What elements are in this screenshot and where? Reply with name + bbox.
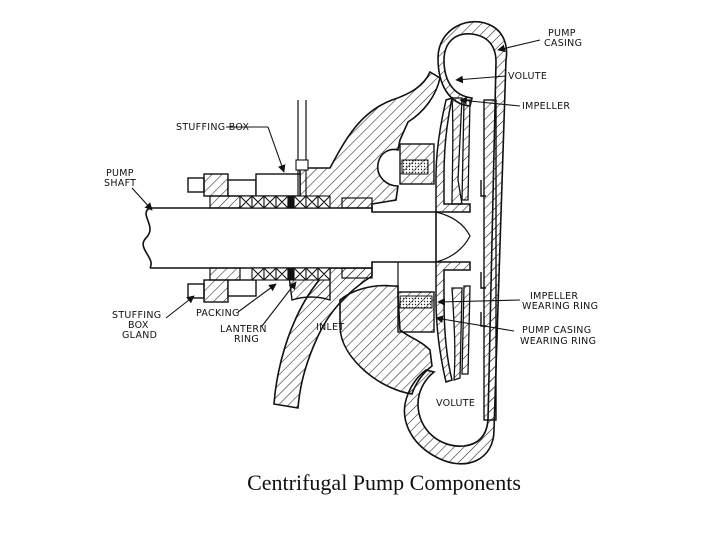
diagram-caption: Centrifugal Pump Components: [247, 470, 521, 495]
label-inlet: INLET: [316, 322, 345, 333]
packing-upper: [239, 195, 331, 209]
label-pump-casing-1: PUMP: [548, 28, 576, 39]
label-impeller-ring-1: IMPELLER: [530, 291, 578, 302]
leader-lines: [131, 39, 541, 332]
casing-upper-body: [299, 70, 441, 211]
label-gland-1: STUFFING: [112, 310, 161, 321]
label-casing-ring-1: PUMP CASING: [522, 325, 591, 336]
label-pump-casing-2: CASING: [544, 38, 582, 49]
pump-casing: [403, 21, 508, 465]
label-lantern-2: RING: [234, 334, 259, 345]
label-impeller-ring-2: WEARING RING: [522, 301, 598, 312]
gland-stud-upper: [187, 177, 205, 193]
packing-lower: [251, 267, 331, 281]
label-volute-bottom: VOLUTE: [436, 398, 475, 409]
label-volute-top: VOLUTE: [508, 71, 547, 82]
label-pump-shaft-1: PUMP: [106, 168, 134, 179]
casing-lower-body: [339, 284, 433, 395]
inlet-nozzle: [273, 267, 373, 409]
label-gland-3: GLAND: [122, 330, 157, 341]
impeller-upper: [435, 96, 471, 213]
label-pump-shaft-2: SHAFT: [104, 178, 136, 189]
label-lantern-1: LANTERN: [220, 324, 267, 335]
label-impeller: IMPELLER: [522, 101, 570, 112]
label-packing: PACKING: [196, 308, 240, 319]
pump-shaft: [150, 207, 437, 269]
label-stuffing-box: STUFFING BOX: [176, 122, 250, 133]
gland-stud-lower: [187, 283, 205, 299]
casing-back-wall: [483, 99, 497, 421]
label-gland-2: BOX: [128, 320, 149, 331]
label-casing-ring-2: WEARING RING: [520, 336, 596, 347]
